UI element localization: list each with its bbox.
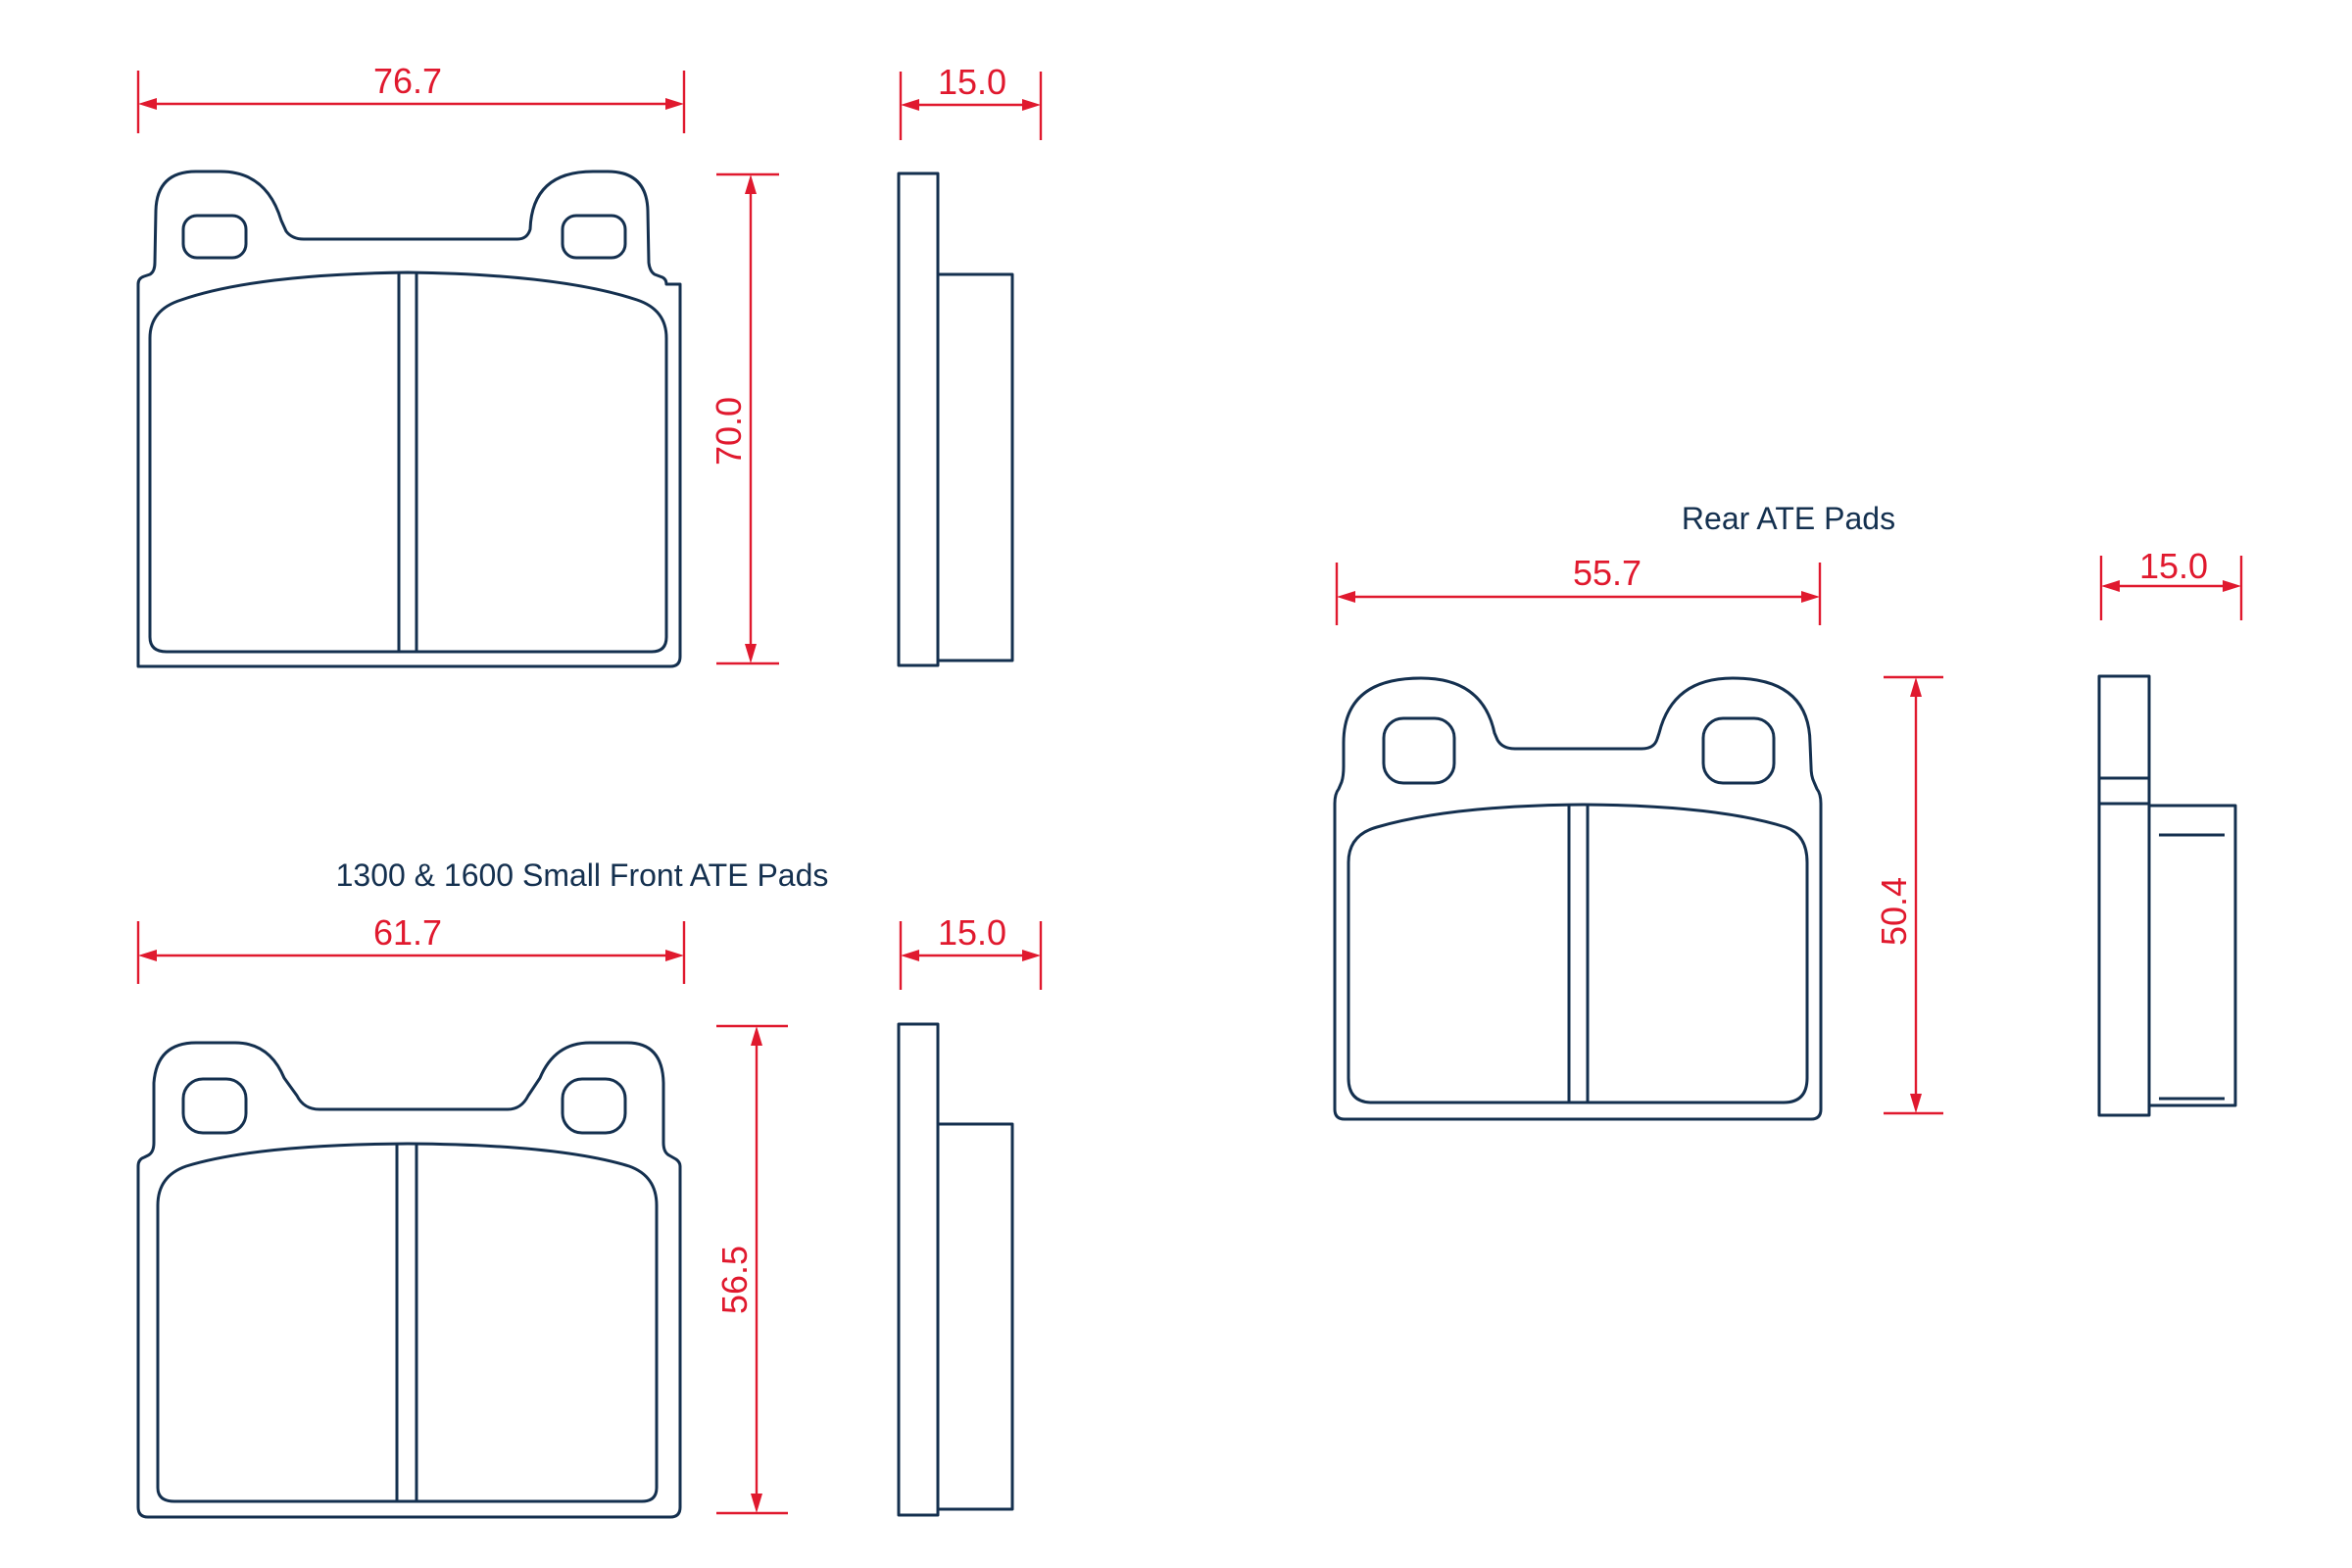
height-dim-label: 56.5	[714, 1246, 755, 1314]
thickness-dim-label: 15.0	[938, 912, 1006, 953]
friction-material-side	[936, 1122, 1014, 1511]
width-dim-label: 61.7	[373, 912, 442, 953]
small-front-caption: 1300 & 1600 Small Front ATE Pads	[336, 858, 829, 893]
friction-material-outline	[148, 270, 668, 654]
width-dim-label: 55.7	[1573, 553, 1642, 593]
rear-pad-front-view	[1333, 676, 1823, 1121]
backing-plate-side	[897, 172, 940, 667]
friction-material-outline	[156, 1142, 659, 1503]
backing-plate-side	[897, 1022, 940, 1517]
height-dim-label: 70.0	[709, 397, 749, 466]
small-front-height-dimension: 56.5	[714, 1024, 788, 1515]
mounting-hole-left	[181, 1077, 248, 1135]
small-front-width-dimension: 61.7	[136, 912, 686, 984]
large-front-pad-side-view	[897, 172, 1014, 667]
thickness-dim-label: 15.0	[2139, 546, 2208, 586]
rear-pad-side-view	[2097, 674, 2237, 1117]
small-front-pad-front-view	[136, 1041, 682, 1519]
large-front-height-dimension: 70.0	[709, 172, 779, 665]
backing-plate-side	[2097, 674, 2151, 1117]
friction-material-side	[936, 272, 1014, 662]
backing-plate-outline	[136, 170, 682, 668]
friction-material-outline	[1347, 803, 1809, 1104]
mounting-hole-right	[1701, 716, 1776, 785]
small-front-pad-side-view	[897, 1022, 1014, 1517]
width-dim-label: 76.7	[373, 61, 442, 101]
rear-caption: Rear ATE Pads	[1682, 501, 1895, 536]
rear-height-dimension: 50.4	[1874, 675, 1943, 1115]
height-dim-label: 50.4	[1874, 877, 1914, 946]
large-front-width-dimension: 76.7	[136, 61, 686, 133]
rear-width-dimension: 55.7	[1335, 553, 1822, 625]
mounting-hole-right	[561, 214, 627, 260]
thickness-dim-label: 15.0	[938, 62, 1006, 102]
rear-thickness-dimension: 15.0	[2099, 546, 2243, 620]
backing-plate-outline	[136, 1041, 682, 1519]
mounting-hole-right	[561, 1077, 627, 1135]
small-front-thickness-dimension: 15.0	[899, 912, 1043, 990]
mounting-hole-left	[181, 214, 248, 260]
mounting-hole-left	[1382, 716, 1456, 785]
backing-plate-outline	[1333, 676, 1823, 1121]
friction-material-side	[2147, 804, 2237, 1107]
large-front-pad-front-view	[136, 170, 682, 668]
large-front-thickness-dimension: 15.0	[899, 62, 1043, 140]
